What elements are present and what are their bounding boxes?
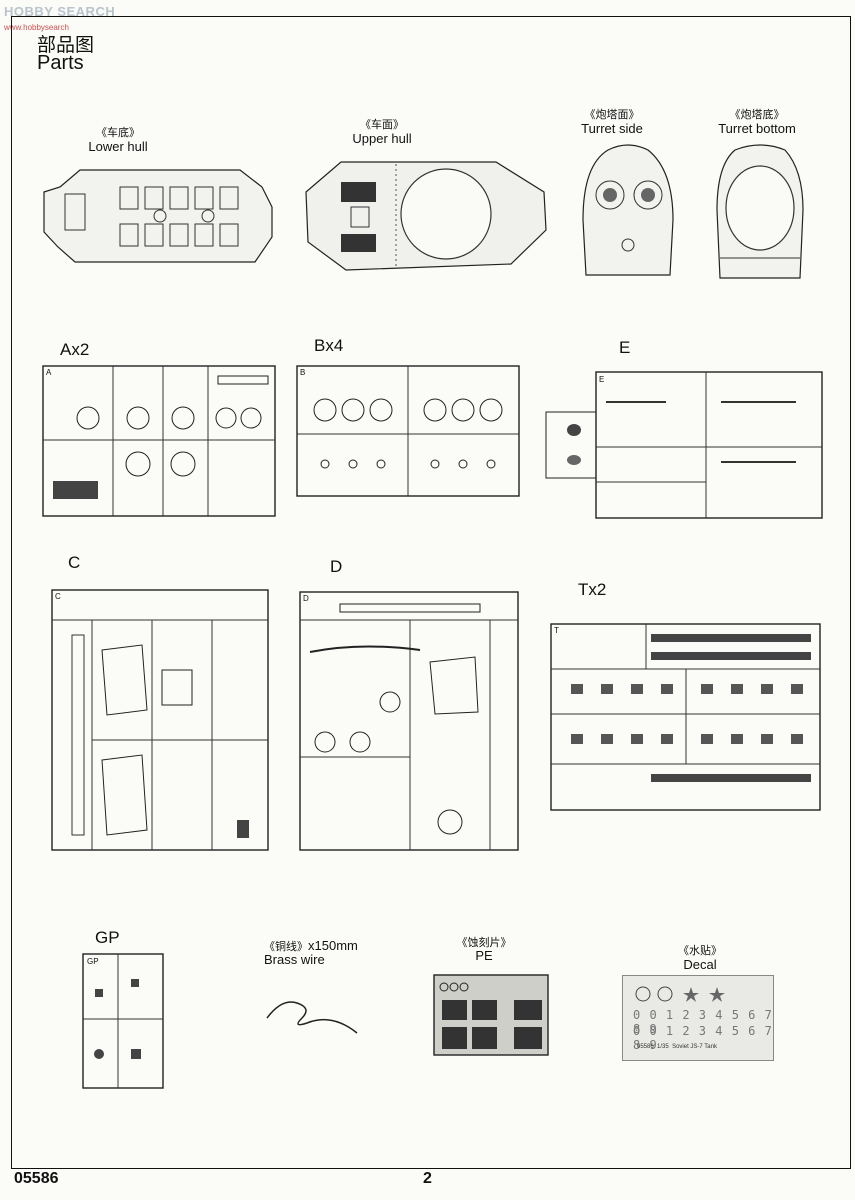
decal-en: Decal <box>683 957 717 972</box>
sprue-b <box>296 365 520 497</box>
brass-wire-en: Brass wire <box>264 952 325 967</box>
sprue-b-label: Bx4 <box>314 336 344 355</box>
turret-side-en: Turret side <box>581 121 643 136</box>
sprue-a-tag: A <box>46 368 52 377</box>
title-en: Parts <box>37 52 84 74</box>
brass-wire-drawing <box>266 1001 358 1034</box>
lower-hull-cn: 《车底》 <box>96 127 140 139</box>
page-number: 2 <box>423 1170 432 1187</box>
footer-code: 05586 <box>14 1170 59 1187</box>
sprue-e <box>545 371 823 519</box>
sprue-a-label: Ax2 <box>60 340 90 359</box>
sprue-t-tag: T <box>554 626 559 635</box>
lower-hull-en: Lower hull <box>88 139 148 154</box>
sprue-e-tag: E <box>599 375 605 384</box>
sprue-gp-label: GP <box>95 928 120 947</box>
turret-bottom-drawing <box>716 144 804 279</box>
sprue-t <box>550 623 821 811</box>
decal-numbers-row-1: 0 0 1 2 3 4 5 6 7 8 9 <box>633 1008 773 1036</box>
decal-name: Soviet JS-7 Tank <box>672 1044 717 1050</box>
sprue-gp <box>82 953 164 1089</box>
decal-scale: 1/35 <box>657 1044 669 1050</box>
title-cn: 部品图 <box>37 35 95 56</box>
sprue-c <box>51 589 269 851</box>
sprue-t-label: Tx2 <box>578 580 607 599</box>
watermark-url: www.hobbysearch <box>4 23 69 32</box>
page-frame <box>11 16 851 1169</box>
upper-hull-en: Upper hull <box>352 131 412 146</box>
upper-hull-drawing <box>305 161 547 271</box>
turret-bottom-en: Turret bottom <box>718 121 796 136</box>
sprue-d-tag: D <box>303 594 309 603</box>
watermark: HOBBY SEARCH <box>4 4 116 19</box>
brass-wire-cn: 《铜线》 <box>264 941 308 953</box>
decal-numbers-row-2: 0 0 1 2 3 4 5 6 7 8 9 <box>633 1024 773 1052</box>
sprue-e-label: E <box>619 338 631 357</box>
pe-en: PE <box>475 948 493 963</box>
pe-sheet <box>433 974 549 1056</box>
decal-emblems <box>635 986 725 1002</box>
brass-wire-title: 《铜线》x150mm <box>264 938 358 954</box>
sprue-a <box>42 365 276 517</box>
sprue-c-tag: C <box>55 592 61 601</box>
sprue-c-label: C <box>68 553 81 572</box>
pe-cn: 《蚀刻片》 <box>456 937 512 949</box>
decal-code: 05586 <box>637 1044 654 1050</box>
upper-hull-cn: 《车面》 <box>360 119 404 131</box>
sprue-gp-tag: GP <box>87 957 99 966</box>
turret-side-cn: 《炮塔面》 <box>584 109 640 121</box>
lower-hull-drawing <box>43 169 273 263</box>
turret-side-drawing <box>582 144 674 276</box>
turret-bottom-cn: 《炮塔底》 <box>729 109 785 121</box>
sprue-b-tag: B <box>300 368 306 377</box>
brass-wire-size: x150mm <box>308 938 358 953</box>
decal-cn: 《水贴》 <box>678 945 722 957</box>
sprue-d-label: D <box>330 557 343 576</box>
decal-sheet: 0 0 1 2 3 4 5 6 7 8 9 0 0 1 2 3 4 5 6 7 … <box>622 975 774 1061</box>
sprue-d <box>299 591 519 851</box>
decal-caption: 05586 1/35 Soviet JS-7 Tank <box>637 1044 717 1050</box>
